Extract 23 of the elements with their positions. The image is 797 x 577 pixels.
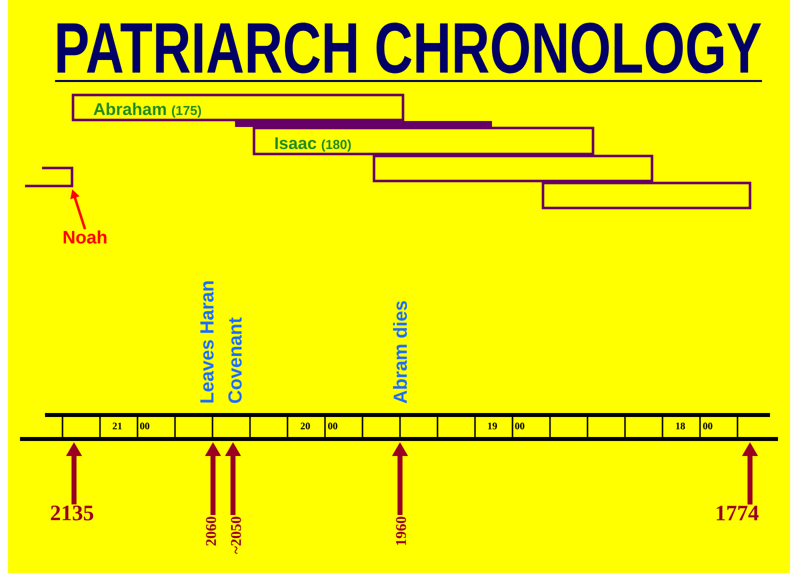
tick-label: 00 — [515, 422, 524, 430]
event-label: Leaves Haran — [200, 281, 214, 403]
tick-label: 00 — [140, 422, 150, 430]
year-label: 1774 — [716, 506, 759, 520]
tick-label: 18 — [676, 422, 685, 430]
tick-label: 00 — [703, 422, 712, 430]
tick-label: 19 — [488, 422, 497, 430]
tick-label: 00 — [328, 422, 338, 430]
year-label: 2060 — [206, 516, 216, 546]
lifespan-box — [372, 154, 654, 182]
year-label: 1960 — [396, 516, 406, 545]
lifespan-box: Abraham (175) — [72, 94, 404, 122]
tick-label: 20 — [300, 422, 310, 430]
year-label: ~2050 — [230, 516, 242, 554]
title: PATRIARCH CHRONOLOGY — [58, 22, 762, 74]
name-label: Noah — [64, 230, 106, 244]
tick-label: 21 — [112, 422, 122, 430]
lifespan-box — [542, 182, 752, 210]
event-label: Covenant — [228, 317, 242, 403]
lifespan-box: Isaac (180) — [252, 126, 594, 156]
year-label: 2135 — [50, 506, 94, 520]
lifespan-line — [25, 166, 74, 188]
event-label: Abram dies — [393, 301, 407, 404]
